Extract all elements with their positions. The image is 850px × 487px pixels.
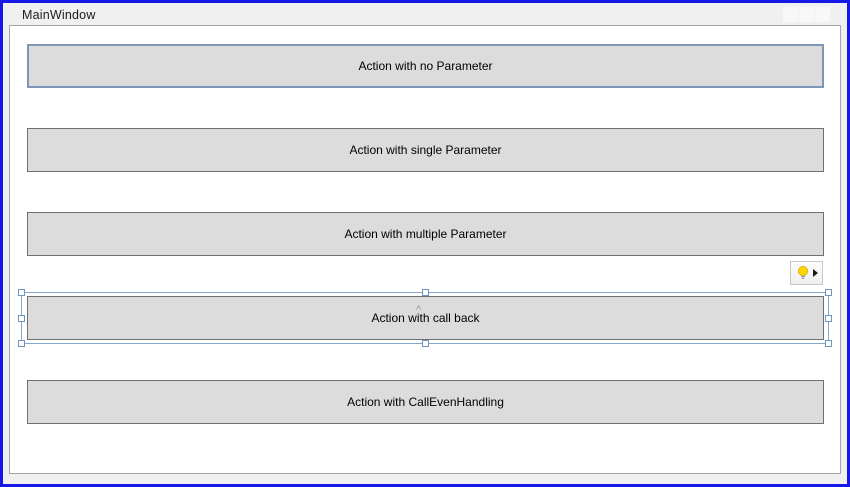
resize-handle-bottom-left[interactable]	[18, 340, 25, 347]
minimize-button[interactable]	[783, 7, 798, 22]
close-button[interactable]	[815, 7, 830, 22]
design-surface[interactable]: Action with no Parameter Action with sin…	[9, 25, 841, 474]
quick-actions-button[interactable]	[790, 261, 823, 285]
maximize-button[interactable]	[799, 7, 814, 22]
button-label: Action with call back	[371, 311, 480, 325]
resize-handle-top-center[interactable]	[422, 289, 429, 296]
action-no-parameter-button[interactable]: Action with no Parameter	[27, 44, 824, 88]
resize-handle-middle-right[interactable]	[825, 315, 832, 322]
button-label: Action with single Parameter	[349, 143, 502, 157]
action-single-parameter-button[interactable]: Action with single Parameter	[27, 128, 824, 172]
window-title: MainWindow	[22, 8, 96, 22]
action-call-back-button[interactable]: Action with call back	[27, 296, 824, 340]
button-label: Action with multiple Parameter	[344, 227, 507, 241]
action-multiple-parameter-button[interactable]: Action with multiple Parameter	[27, 212, 824, 256]
action-call-even-handling-button[interactable]: Action with CallEvenHandling	[27, 380, 824, 424]
resize-handle-middle-left[interactable]	[18, 315, 25, 322]
window-controls	[783, 7, 830, 22]
lightbulb-icon	[797, 266, 808, 279]
button-label: Action with CallEvenHandling	[347, 395, 504, 409]
expand-arrow-icon	[812, 269, 818, 277]
resize-handle-top-right[interactable]	[825, 289, 832, 296]
resize-handle-bottom-right[interactable]	[825, 340, 832, 347]
button-label: Action with no Parameter	[358, 59, 493, 73]
resize-handle-top-left[interactable]	[18, 289, 25, 296]
resize-handle-bottom-center[interactable]	[422, 340, 429, 347]
